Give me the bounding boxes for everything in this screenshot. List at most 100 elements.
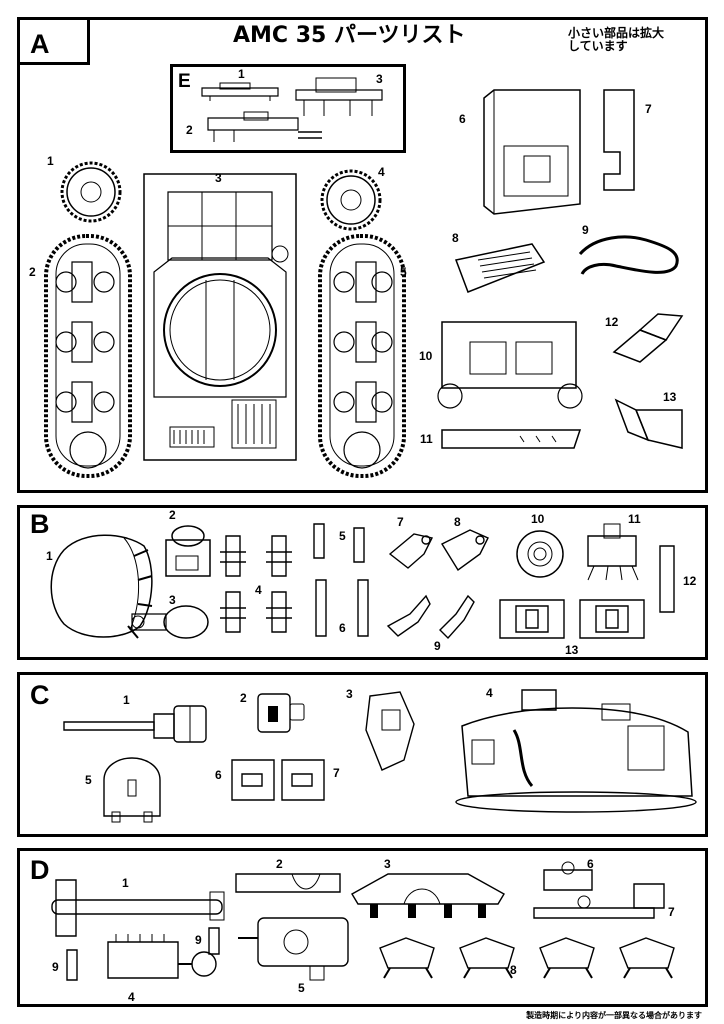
label-b-1: 1 (46, 549, 53, 563)
b-11-vision-block-drawing (580, 522, 644, 584)
label-c-5: 5 (85, 773, 92, 787)
c-2-mount-block-drawing (254, 690, 308, 736)
section-c-letter: C (30, 680, 50, 710)
a-11-plate-strip-drawing (440, 426, 584, 452)
b-10-road-wheel-drawing (514, 528, 566, 580)
a-13-bent-plate-drawing (612, 396, 688, 454)
e-1-turret-plate-drawing (200, 80, 280, 102)
a-8-engine-grille-drawing (452, 240, 548, 296)
a-9-tow-cable-drawing (576, 226, 686, 280)
label-d-2: 2 (276, 857, 283, 871)
label-e-1: 1 (238, 67, 245, 81)
d-7-lever-drawing (524, 880, 672, 928)
label-a-3: 3 (215, 171, 222, 185)
b-4-suspension-arms-drawing (218, 522, 306, 642)
b-12-strip-drawing (656, 544, 678, 616)
label-d-9b: 9 (195, 933, 202, 947)
c-3-periscope-drawing (360, 690, 418, 774)
label-b-8: 8 (454, 515, 461, 529)
label-a-2: 2 (29, 265, 36, 279)
b-3-gun-mount-drawing (128, 602, 212, 642)
section-d (17, 848, 708, 1007)
e-2-hull-detail-drawing (204, 110, 324, 146)
inset-e-letter: E (178, 71, 191, 92)
a-6-rear-hull-drawing (480, 86, 586, 218)
label-a-1: 1 (47, 154, 54, 168)
label-a-7: 7 (645, 102, 652, 116)
section-b-letter: B (30, 509, 50, 539)
a-7-side-plate-drawing (600, 88, 640, 196)
label-b-11: 11 (628, 512, 641, 526)
d-1-gun-barrel-assembly-drawing (42, 876, 232, 940)
enlarged-parts-note: 小さい部品は拡大 しています (568, 27, 664, 53)
a-4-drive-sprocket-drawing (318, 168, 384, 240)
d-3-road-wheel-frame-drawing (348, 864, 508, 918)
label-b-13: 13 (565, 643, 579, 657)
label-a-4: 4 (378, 165, 385, 179)
d-4-engine-block-drawing (100, 928, 220, 990)
label-b-3: 3 (169, 593, 176, 607)
label-d-5: 5 (298, 981, 305, 995)
label-b-6: 6 (339, 621, 346, 635)
label-b-2: 2 (169, 508, 176, 522)
a-10-lower-hull-drawing (430, 318, 590, 412)
section-c (17, 672, 708, 837)
label-d-9a: 9 (52, 960, 59, 974)
d-6-bracket-drawing (540, 860, 596, 894)
d-5-gear-housing-drawing (234, 910, 362, 982)
label-a-8: 8 (452, 231, 459, 245)
label-a-13: 13 (663, 390, 677, 404)
b-13-hatches-drawing (496, 596, 648, 642)
section-b (17, 505, 708, 660)
b-9-arms-drawing (380, 590, 480, 642)
label-b-12: 12 (683, 574, 697, 588)
b-1-mantlet-shell-drawing (44, 526, 160, 644)
c-6-7-plates-drawing (228, 756, 328, 806)
label-c-2: 2 (240, 691, 247, 705)
page-title: AMC 35 パーツリスト (233, 23, 466, 48)
a-12-bent-plate-drawing (610, 312, 686, 366)
label-d-6: 6 (587, 857, 594, 871)
label-b-9: 9 (434, 639, 441, 653)
note-line-2: しています (568, 39, 628, 53)
label-a-11: 11 (420, 432, 433, 446)
inset-e (170, 64, 406, 153)
label-d-4: 4 (128, 990, 135, 1004)
label-b-10: 10 (531, 512, 545, 526)
note-line-1: 小さい部品は拡大 (568, 26, 665, 40)
label-a-10: 10 (419, 349, 433, 363)
d-2-breech-drawing (232, 866, 344, 902)
c-1-main-gun-drawing (60, 700, 210, 748)
a-3-hull-top-drawing (142, 172, 298, 464)
label-a-9: 9 (582, 223, 589, 237)
label-d-3: 3 (384, 857, 391, 871)
e-3-engine-deck-drawing (294, 76, 384, 120)
label-e-2: 2 (186, 123, 193, 137)
label-c-4: 4 (486, 686, 493, 700)
section-d-letter: D (30, 855, 50, 885)
label-d-7: 7 (668, 905, 675, 919)
label-c-7: 7 (333, 766, 340, 780)
section-a (17, 17, 708, 493)
d-8-suspension-bogies-drawing (376, 934, 680, 982)
d-9-small-bracket-drawing (64, 948, 80, 982)
a-2-left-track-suspension-drawing (42, 232, 134, 480)
label-e-3: 3 (376, 72, 383, 86)
b-5-6-rods-drawing (310, 520, 380, 650)
b-7-8-arms-drawing (384, 524, 496, 576)
section-a-letter: A (30, 29, 50, 59)
footer-disclaimer: 製造時期により内容が一部異なる場合があります (526, 1011, 702, 1020)
c-5-plate-drawing (100, 756, 164, 826)
b-2-cupola-drawing (162, 522, 214, 580)
label-b-4: 4 (255, 583, 262, 597)
label-c-6: 6 (215, 768, 222, 782)
a-1-drive-sprocket-drawing (58, 160, 124, 232)
label-b-5: 5 (339, 529, 346, 543)
c-4-turret-drawing (452, 686, 696, 818)
label-d-8: 8 (510, 963, 517, 977)
label-d-1: 1 (122, 876, 129, 890)
d-9-small-bracket-drawing-b (206, 926, 222, 956)
label-c-1: 1 (123, 693, 130, 707)
label-c-3: 3 (346, 687, 353, 701)
label-a-6: 6 (459, 112, 466, 126)
